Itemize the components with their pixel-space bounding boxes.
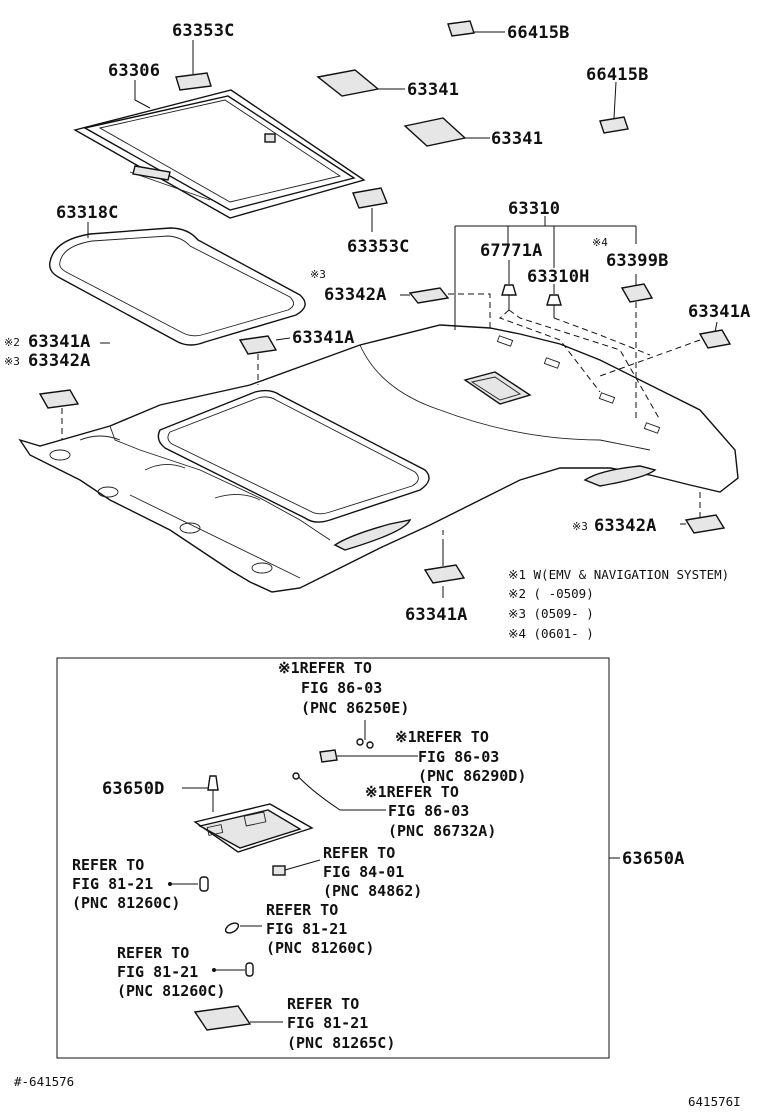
clip-67771A — [501, 284, 517, 310]
ref-86250E-line2: FIG 86-03 — [301, 679, 382, 697]
mark-3-63342A-left: ※3 — [4, 355, 20, 368]
label-63650D: 63650D — [102, 779, 165, 799]
notes-legend: ※1 W(EMV & NAVIGATION SYSTEM) ※2 ( -0509… — [508, 567, 729, 641]
leader-lines — [61, 31, 718, 598]
ref-86250E-line1: ※1REFER TO — [278, 659, 372, 677]
ref-81260C-c-line1: REFER TO — [117, 944, 189, 962]
label-63650A: 63650A — [622, 849, 685, 869]
ref-81260C-c-line2: FIG 81-21 — [117, 963, 198, 981]
label-63341A-right: 63341A — [688, 302, 751, 322]
label-63353C-bottom: 63353C — [347, 237, 410, 257]
label-63342A-right: 63342A — [594, 516, 657, 536]
note-3: ※3 (0509- ) — [508, 606, 594, 621]
pad-63341-top — [316, 69, 380, 97]
sunshade-63306 — [73, 89, 366, 219]
pad-63353C-bottom — [352, 187, 388, 209]
pad-63341A-bottom — [423, 564, 466, 584]
label-63341-a: 63341 — [407, 80, 459, 100]
label-63306: 63306 — [108, 61, 160, 81]
label-63341A-left: 63341A — [28, 332, 91, 352]
label-63399B: 63399B — [606, 251, 669, 271]
note-2: ※2 ( -0509) — [508, 586, 594, 601]
pad-66415B-right — [599, 116, 629, 134]
ref-86732A-line3: (PNC 86732A) — [388, 822, 496, 840]
mark-3-63342A-right: ※3 — [572, 520, 588, 533]
pad-63342A-left — [38, 389, 80, 409]
clip-63310H — [546, 294, 562, 318]
pad-63341A-mid — [238, 335, 278, 355]
note-4: ※4 (0601- ) — [508, 626, 594, 641]
ref-84862-line2: FIG 84-01 — [323, 863, 404, 881]
ref-86250E: ※1REFER TO FIG 86-03 (PNC 86250E) — [278, 659, 409, 717]
ref-84862-line3: (PNC 84862) — [323, 882, 422, 900]
pad-66415B-top — [447, 20, 475, 37]
ref-81260C-b-line3: (PNC 81260C) — [266, 939, 374, 957]
wire-86732A — [292, 772, 386, 811]
label-66415B-a: 66415B — [507, 23, 570, 43]
label-66415B-b: 66415B — [586, 65, 649, 85]
bulb-81260C-c — [212, 962, 254, 977]
connector-86250E — [356, 720, 374, 749]
weatherstrip-63318C — [49, 227, 306, 346]
note-1: ※1 W(EMV & NAVIGATION SYSTEM) — [508, 567, 729, 582]
pad-63342A-mid — [408, 287, 450, 304]
mark-2-63341A: ※2 — [4, 336, 20, 349]
ref-81260C-c-line3: (PNC 81260C) — [117, 982, 225, 1000]
label-67771A: 67771A — [480, 241, 543, 261]
pad-63342A-right — [684, 514, 726, 534]
label-63353C-top: 63353C — [172, 21, 235, 41]
ref-86732A: ※1REFER TO FIG 86-03 (PNC 86732A) — [365, 783, 496, 840]
footer-left-id: #-641576 — [14, 1074, 74, 1089]
ref-81265C: REFER TO FIG 81-21 (PNC 81265C) — [287, 995, 395, 1052]
ref-81265C-line3: (PNC 81265C) — [287, 1034, 395, 1052]
ref-84862-line1: REFER TO — [323, 844, 395, 862]
ref-81260C-a-line1: REFER TO — [72, 856, 144, 874]
mark-4-63399B: ※4 — [592, 236, 608, 249]
mark-3-63342A: ※3 — [310, 268, 326, 281]
headliner-63310 — [18, 324, 739, 593]
ref-81260C-c: REFER TO FIG 81-21 (PNC 81260C) — [117, 944, 225, 1000]
footer-right-id: 641576I — [688, 1094, 741, 1109]
label-63318C: 63318C — [56, 203, 119, 223]
label-63341A-mid: 63341A — [292, 328, 355, 348]
label-63310H: 63310H — [527, 267, 590, 287]
bulb-81260C-b — [224, 922, 262, 934]
pad-63341A-right — [698, 329, 732, 349]
bulb-84862 — [272, 859, 321, 876]
ref-81265C-line2: FIG 81-21 — [287, 1014, 368, 1032]
label-63341-b: 63341 — [491, 129, 543, 149]
ref-81260C-b-line1: REFER TO — [266, 901, 338, 919]
ref-86250E-line3: (PNC 86250E) — [301, 699, 409, 717]
ref-86290D-line1: ※1REFER TO — [395, 728, 489, 746]
ref-81265C-line1: REFER TO — [287, 995, 359, 1013]
ref-81260C-b: REFER TO FIG 81-21 (PNC 81260C) — [266, 901, 374, 957]
label-63342A-left: 63342A — [28, 351, 91, 371]
ref-86290D-line3: (PNC 86290D) — [418, 767, 526, 785]
ref-81260C-a: REFER TO FIG 81-21 (PNC 81260C) — [72, 856, 180, 912]
pad-63353C-top — [175, 72, 212, 91]
map-lamp-63650D — [182, 775, 314, 853]
label-63310: 63310 — [508, 199, 560, 219]
ref-81260C-a-line2: FIG 81-21 — [72, 875, 153, 893]
ref-81260C-a-line3: (PNC 81260C) — [72, 894, 180, 912]
lens-81265C — [193, 1005, 283, 1031]
microphone-86290D — [319, 749, 418, 763]
ref-86290D-line2: FIG 86-03 — [418, 748, 499, 766]
ref-86732A-line2: FIG 86-03 — [388, 802, 469, 820]
ref-81260C-b-line2: FIG 81-21 — [266, 920, 347, 938]
pad-63399B — [620, 283, 654, 303]
pad-63341-mid — [403, 117, 467, 147]
ref-86290D: ※1REFER TO FIG 86-03 (PNC 86290D) — [395, 728, 526, 785]
label-63342A-mid: 63342A — [324, 285, 387, 305]
label-63341A-bottom: 63341A — [405, 605, 468, 625]
bulb-81260C-a — [168, 876, 209, 892]
ref-84862: REFER TO FIG 84-01 (PNC 84862) — [323, 844, 422, 900]
ref-86732A-line1: ※1REFER TO — [365, 783, 459, 801]
